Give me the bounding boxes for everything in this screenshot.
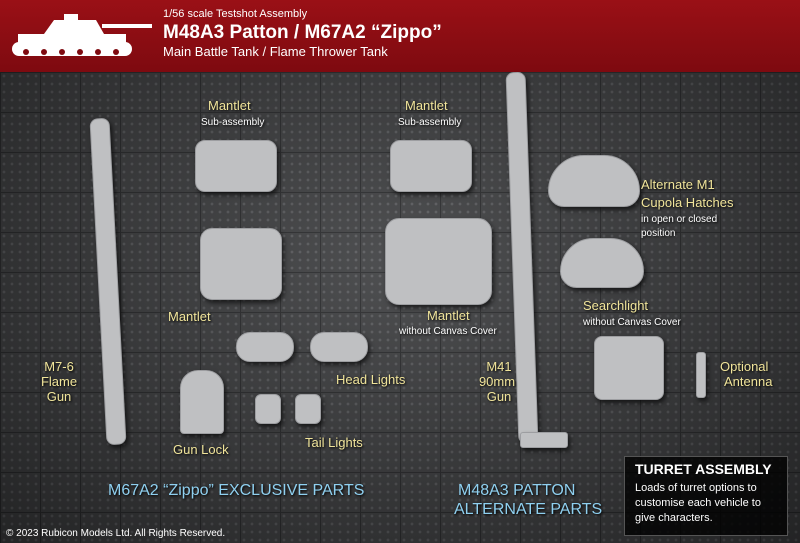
searchlight-part xyxy=(594,336,664,400)
note-mantlet-right: without Canvas Cover xyxy=(399,326,497,337)
note-searchlight: without Canvas Cover xyxy=(583,317,681,328)
label-m41-gun-line1: M41 xyxy=(486,359,512,374)
m41-gun-base xyxy=(520,432,568,448)
mantlet-subassembly-left xyxy=(195,140,277,192)
antenna-part xyxy=(696,352,706,398)
header-banner: 1/56 scale Testshot Assembly M48A3 Patto… xyxy=(0,0,800,72)
tank-silhouette-icon xyxy=(12,14,152,56)
head-light-1 xyxy=(236,332,294,362)
tail-light-2 xyxy=(295,394,321,424)
copyright-notice: © 2023 Rubicon Models Ltd. All Rights Re… xyxy=(6,528,226,539)
turret-assembly-infobox: TURRET ASSEMBLY Loads of turret options … xyxy=(624,456,788,536)
label-gun-lock: Gun Lock xyxy=(173,442,229,457)
caption-patton-line2: ALTERNATE PARTS xyxy=(454,501,603,518)
label-m41-gun-line3: Gun xyxy=(486,389,512,404)
note-mantlet-subassembly-left: Sub-assembly xyxy=(201,117,265,128)
label-m41-gun-line2: 90mm xyxy=(478,374,516,389)
page-title: M48A3 Patton / M67A2 “Zippo” xyxy=(163,22,442,43)
label-mantlet-subassembly-left: Mantlet xyxy=(208,98,251,113)
caption-zippo-exclusive: M67A2 “Zippo” EXCLUSIVE PARTS xyxy=(108,482,365,499)
label-antenna-line2: Antenna xyxy=(724,374,773,389)
label-flame-gun-line2: Flame xyxy=(40,374,78,389)
label-tail-lights: Tail Lights xyxy=(305,435,363,450)
tail-light-1 xyxy=(255,394,281,424)
gun-lock-part xyxy=(180,370,224,434)
label-head-lights: Head Lights xyxy=(336,372,406,387)
infobox-heading: TURRET ASSEMBLY xyxy=(635,461,772,477)
label-antenna-line1: Optional xyxy=(720,359,769,374)
head-light-2 xyxy=(310,332,368,362)
label-cupola-line1: Alternate M1 xyxy=(641,177,715,192)
mantlet-right xyxy=(385,218,492,305)
scale-text: 1/56 scale Testshot Assembly xyxy=(163,8,308,20)
page-subtitle: Main Battle Tank / Flame Thrower Tank xyxy=(163,44,388,59)
note-mantlet-subassembly-right: Sub-assembly xyxy=(398,117,462,128)
cupola-hatch-2 xyxy=(560,238,644,288)
mantlet-subassembly-right xyxy=(390,140,472,192)
infobox-body: Loads of turret options to customise eac… xyxy=(635,482,761,524)
label-mantlet-left: Mantlet xyxy=(168,309,211,324)
label-mantlet-right: Mantlet xyxy=(427,308,470,323)
label-mantlet-subassembly-right: Mantlet xyxy=(405,98,448,113)
label-flame-gun-line1: M7-6 xyxy=(44,359,74,374)
caption-patton-line1: M48A3 PATTON xyxy=(458,482,576,499)
label-cupola-line2: Cupola Hatches xyxy=(641,195,734,210)
cupola-hatch-1 xyxy=(548,155,640,207)
note-cupola-line2: position xyxy=(641,228,676,239)
note-cupola-line1: in open or closed xyxy=(641,214,718,225)
label-flame-gun-line3: Gun xyxy=(46,389,72,404)
label-searchlight: Searchlight xyxy=(583,298,649,313)
mantlet-left xyxy=(200,228,282,300)
